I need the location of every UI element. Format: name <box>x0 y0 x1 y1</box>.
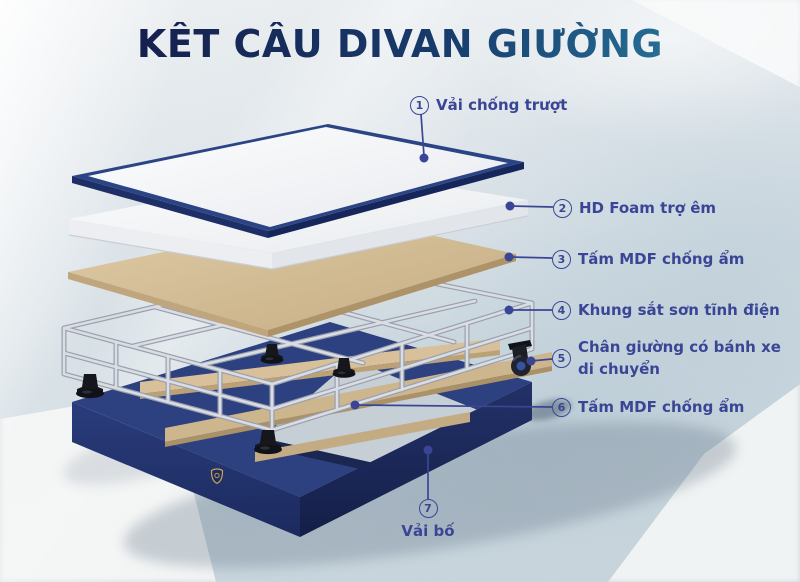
callout-foam: 2 HD Foam trợ êm <box>553 198 716 218</box>
bed-legs <box>76 340 532 455</box>
callout-steel-frame-number: 4 <box>552 300 571 320</box>
callout-mdf-top-number: 3 <box>552 249 571 269</box>
callout-mdf-bottom: 6 Tấm MDF chống ẩm <box>552 397 744 417</box>
callout-mdf-top-label: Tấm MDF chống ẩm <box>578 250 745 268</box>
leader-1 <box>419 113 429 163</box>
callout-foam-label: HD Foam trợ êm <box>579 199 717 217</box>
brand-shield-logo <box>210 468 224 485</box>
callout-legs: 5 Chân giường có bánh xe di chuyển <box>552 336 790 380</box>
callout-legs-label: Chân giường có bánh xe di chuyển <box>578 338 781 378</box>
mdf-board-layer <box>68 215 516 337</box>
steel-frame-layer <box>61 261 535 433</box>
leader-3 <box>504 252 553 262</box>
leader-6 <box>350 400 553 410</box>
callout-canvas-label: Vải bố <box>401 522 455 540</box>
leader-7 <box>423 445 433 499</box>
callout-canvas: 7 Vải bố <box>388 499 468 541</box>
page-title: KẾT CẤU DIVAN GIƯỜNG <box>0 22 800 66</box>
callout-fabric-label: Vải chống trượt <box>436 96 568 114</box>
anti-slip-fabric-layer <box>72 124 524 238</box>
callout-mdf-bottom-label: Tấm MDF chống ẩm <box>578 398 745 416</box>
callout-canvas-number: 7 <box>418 499 438 518</box>
callout-steel-frame-label: Khung sắt sơn tĩnh điện <box>578 301 780 319</box>
callout-steel-frame: 4 Khung sắt sơn tĩnh điện <box>552 300 780 320</box>
caster-wheel <box>508 340 532 376</box>
callout-legs-number: 5 <box>552 348 571 368</box>
callout-mdf-bottom-number: 6 <box>552 397 571 417</box>
leader-4 <box>504 305 552 315</box>
callout-foam-number: 2 <box>553 198 572 218</box>
callout-fabric: 1 Vải chống trượt <box>410 95 567 115</box>
leader-5 <box>526 356 553 366</box>
callout-fabric-number: 1 <box>410 95 429 115</box>
leader-lines <box>350 113 554 499</box>
callout-mdf-top: 3 Tấm MDF chống ẩm <box>552 249 744 269</box>
leader-2 <box>505 201 554 211</box>
